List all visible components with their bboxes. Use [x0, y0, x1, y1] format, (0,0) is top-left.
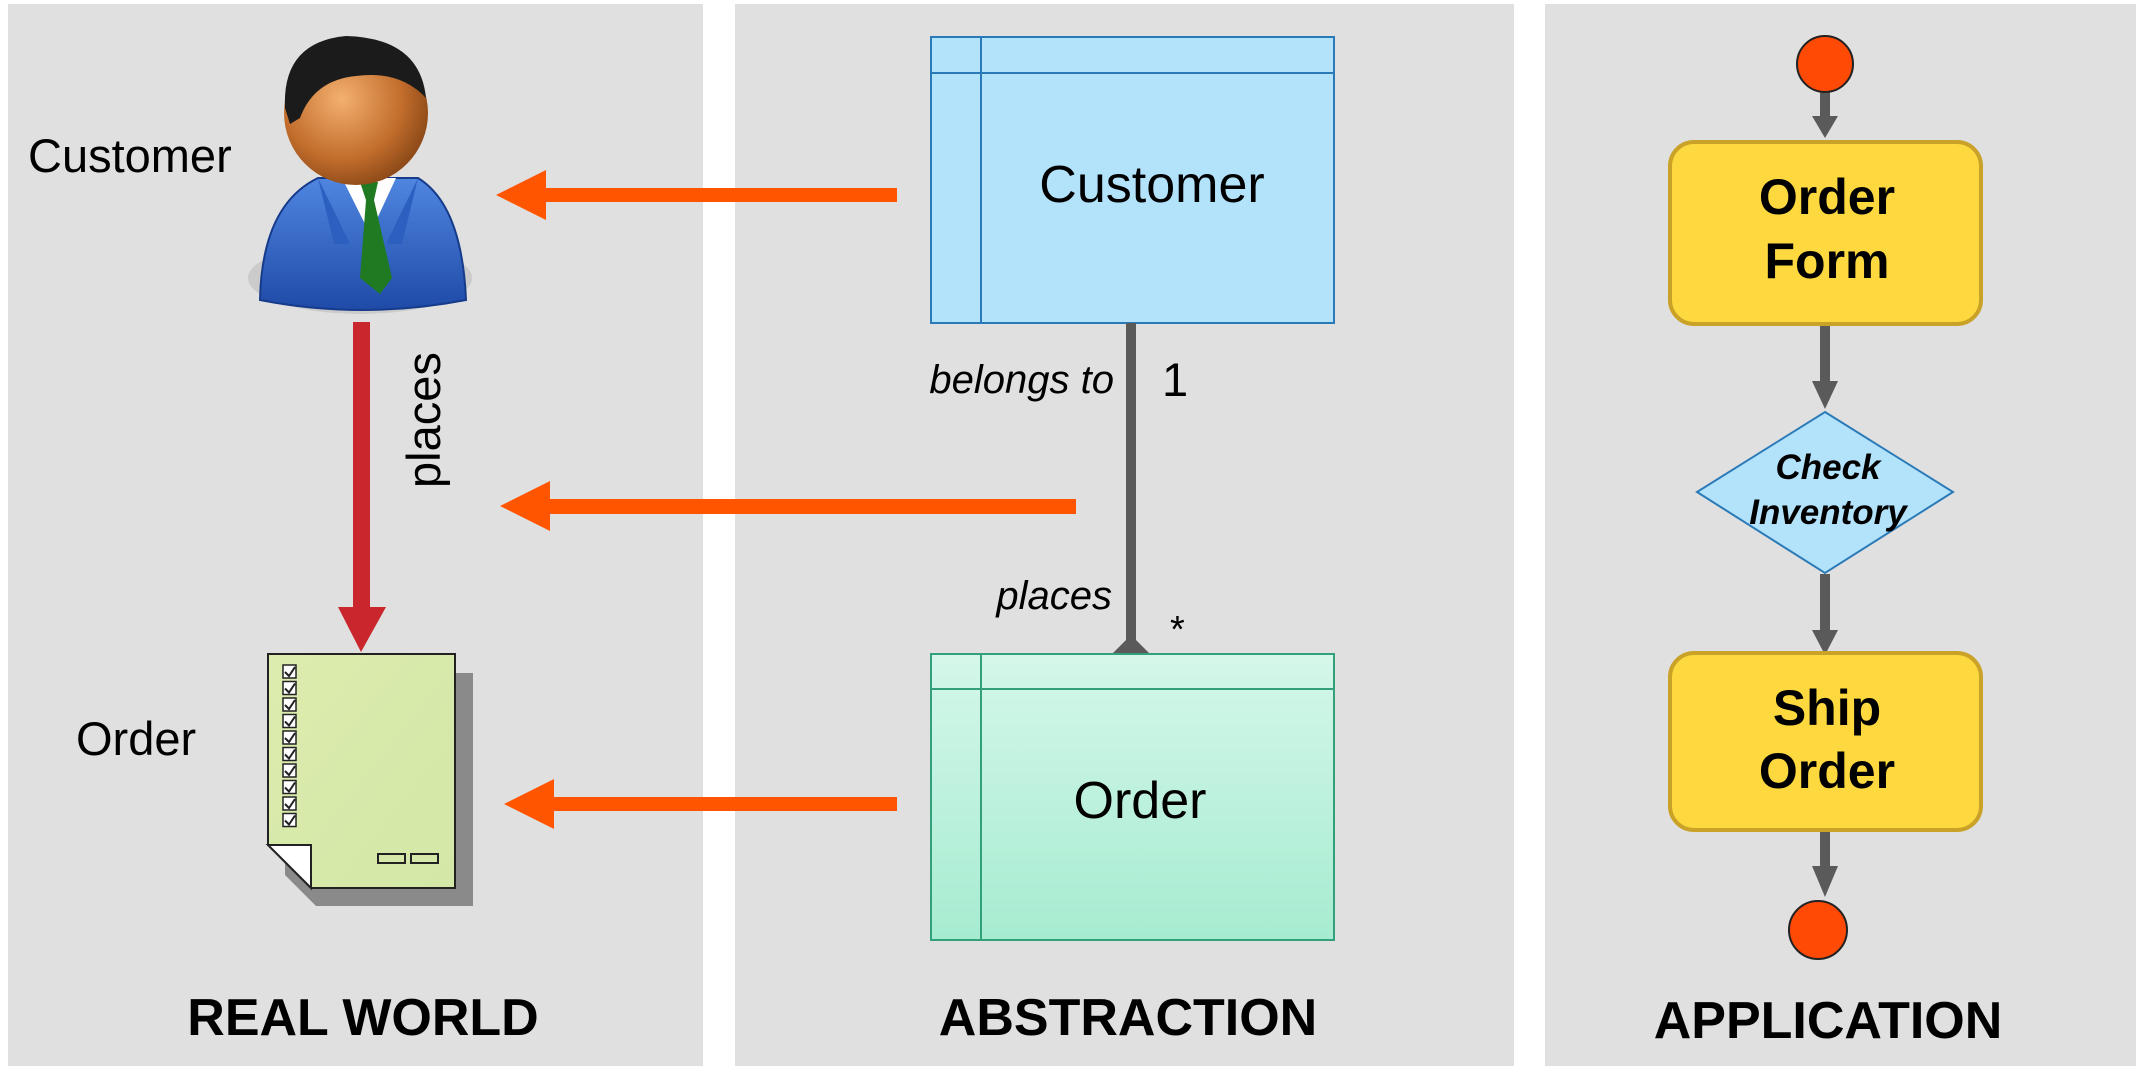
checkmark-glyph	[284, 732, 296, 744]
checkbox-glyph	[282, 796, 297, 811]
business-person-icon	[248, 36, 472, 314]
real-world-customer-label: Customer	[28, 129, 232, 182]
checkbox-glyph	[282, 746, 297, 762]
customer-mapping-arrow	[496, 170, 897, 220]
initial-node	[1796, 35, 1854, 93]
association-multiplicity-one: 1	[1162, 353, 1188, 406]
checkmark-glyph	[284, 781, 296, 794]
activity-connectors	[1812, 88, 1838, 897]
checkbox-glyph	[282, 730, 297, 745]
places-mapping-arrow	[500, 481, 1076, 531]
real-world-places-label: places	[397, 352, 450, 488]
order-class-box	[930, 653, 1335, 941]
final-node	[1788, 900, 1848, 960]
check-inventory-line2: Inventory	[1749, 493, 1908, 532]
order-mapping-arrow	[504, 779, 897, 829]
checkmark-glyph	[284, 748, 296, 761]
checkbox-glyph	[282, 697, 297, 712]
order-form-activity-line1: Order	[1759, 169, 1895, 225]
customer-class-name: Customer	[1039, 156, 1264, 214]
association-role-places: places	[995, 574, 1112, 618]
places-relation-arrow	[338, 322, 386, 652]
ship-order-activity	[1668, 651, 1983, 832]
association-role-belongs-to: belongs to	[929, 358, 1114, 402]
checkmark-glyph	[284, 798, 296, 810]
check-inventory-line1: Check	[1775, 448, 1882, 487]
association-multiplicity-many: *	[1170, 609, 1185, 651]
checkmark-glyph	[284, 682, 296, 695]
ship-order-activity-line2: Order	[1759, 743, 1895, 799]
checkbox-glyph	[282, 812, 297, 828]
check-inventory-decision	[1695, 410, 1955, 575]
checkmark-glyph	[284, 666, 296, 678]
order-class-name: Order	[1074, 772, 1207, 830]
real-world-footer: REAL WORLD	[187, 989, 538, 1047]
checkmark-glyph	[284, 715, 296, 728]
checkbox-glyph	[282, 664, 297, 679]
abstraction-footer: ABSTRACTION	[939, 989, 1317, 1047]
checkmark-glyph	[284, 765, 296, 777]
checkbox-glyph	[282, 680, 297, 696]
order-form-activity	[1668, 140, 1983, 326]
checkbox-glyph	[282, 763, 297, 778]
ship-order-activity-line1: Ship	[1773, 680, 1881, 736]
checkbox-glyph	[282, 779, 297, 795]
customer-class-box	[930, 36, 1335, 324]
application-footer: APPLICATION	[1654, 992, 2003, 1050]
order-form-activity-line2: Form	[1765, 233, 1890, 289]
real-world-order-label: Order	[76, 712, 196, 765]
checkmark-glyph	[284, 699, 296, 711]
checkmark-glyph	[284, 814, 296, 827]
order-form-document-icon	[265, 653, 473, 906]
checkbox-glyph	[282, 713, 297, 729]
